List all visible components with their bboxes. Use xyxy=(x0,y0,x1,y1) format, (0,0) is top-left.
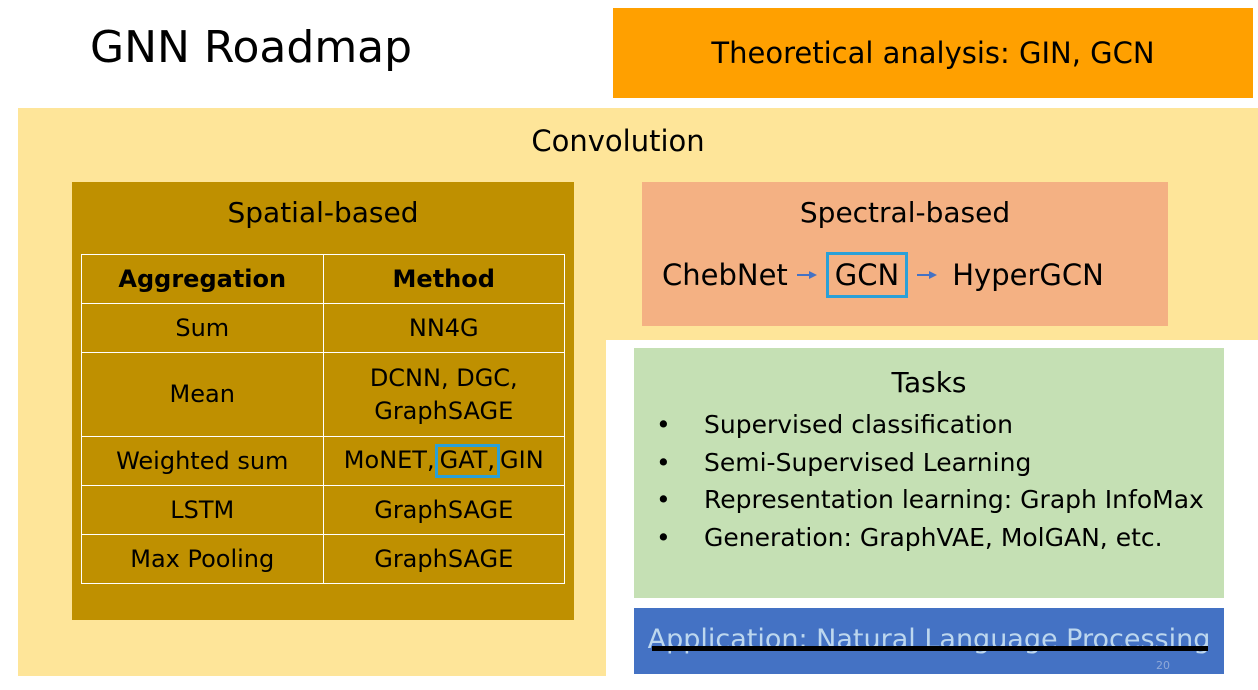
task-text: Supervised classification xyxy=(704,410,1013,439)
method-cell: DCNN, DGC, GraphSAGE xyxy=(322,352,565,437)
chebnet-label: ChebNet xyxy=(662,258,788,292)
application-panel: Application: Natural Language Processing… xyxy=(634,608,1224,674)
gat-highlight: GAT, xyxy=(434,444,501,478)
table-row: LSTM GraphSAGE xyxy=(81,485,565,535)
method-cell: GraphSAGE xyxy=(322,485,565,535)
hypergcn-label: HyperGCN xyxy=(952,258,1104,292)
method-cell: NN4G xyxy=(322,303,565,353)
table-row: Sum NN4G xyxy=(81,303,565,353)
table-row: Mean DCNN, DGC, GraphSAGE xyxy=(81,352,565,437)
aggregation-cell: Mean xyxy=(81,352,324,437)
tasks-panel: Tasks • Supervised classification • Semi-S… xyxy=(634,348,1224,598)
spectral-based-title: Spectral-based xyxy=(799,196,1011,229)
spectral-chain: ChebNet GCN HyperGCN xyxy=(662,252,1104,298)
strikethrough-line xyxy=(652,646,1208,651)
tasks-list: • Supervised classification • Semi-Supervi… xyxy=(634,406,1204,556)
method-line: GraphSAGE xyxy=(374,396,514,425)
arrow-right-icon xyxy=(796,271,817,279)
aggregation-cell: Sum xyxy=(81,303,324,353)
bullet-icon: • xyxy=(656,522,671,552)
method-text: GIN xyxy=(500,446,544,475)
list-item: • Semi-Supervised Learning xyxy=(634,444,1204,482)
gcn-highlight: GCN xyxy=(825,252,909,298)
table-header-row: Aggregation Method xyxy=(81,254,565,304)
theoretical-analysis-box: Theoretical analysis: GIN, GCN xyxy=(613,8,1253,98)
task-text: Semi-Supervised Learning xyxy=(704,447,1032,477)
spatial-based-title: Spatial-based xyxy=(227,196,419,229)
page-number: 20 xyxy=(1156,659,1170,672)
method-cell: MoNET,GAT,GIN xyxy=(322,436,565,486)
aggregation-cell: Max Pooling xyxy=(81,534,324,584)
list-item: • Representation learning: Graph InfoMax xyxy=(634,481,1204,519)
spectral-based-panel: Spectral-based ChebNet GCN HyperGCN xyxy=(642,182,1168,326)
method-line: DCNN, DGC, xyxy=(369,364,518,393)
slide-title: GNN Roadmap xyxy=(90,22,413,73)
theoretical-analysis-text: Theoretical analysis: GIN, GCN xyxy=(711,36,1155,70)
header-method: Method xyxy=(322,254,565,304)
method-cell: GraphSAGE xyxy=(322,534,565,584)
spatial-based-panel: Spatial-based Aggregation Method Sum NN4… xyxy=(72,182,574,620)
list-item: • Supervised classification xyxy=(634,406,1204,444)
task-text: Generation: GraphVAE, MolGAN, etc. xyxy=(704,522,1163,552)
table-row: Weighted sum MoNET,GAT,GIN xyxy=(81,436,565,486)
list-item: • Generation: GraphVAE, MolGAN, etc. xyxy=(634,519,1204,557)
bullet-icon: • xyxy=(656,447,671,477)
bullet-icon: • xyxy=(656,485,671,514)
table-row: Max Pooling GraphSAGE xyxy=(81,534,565,584)
task-text: Representation learning: Graph InfoMax xyxy=(704,485,1204,514)
arrow-right-icon xyxy=(917,271,938,279)
aggregation-cell: Weighted sum xyxy=(81,436,324,486)
aggregation-cell: LSTM xyxy=(81,485,324,535)
header-aggregation: Aggregation xyxy=(81,254,324,304)
aggregation-table: Aggregation Method Sum NN4G Mean DCNN, D… xyxy=(81,254,565,584)
convolution-title: Convolution xyxy=(531,124,705,158)
method-text: MoNET, xyxy=(343,446,435,475)
bullet-icon: • xyxy=(656,410,671,439)
tasks-title: Tasks xyxy=(891,366,967,399)
